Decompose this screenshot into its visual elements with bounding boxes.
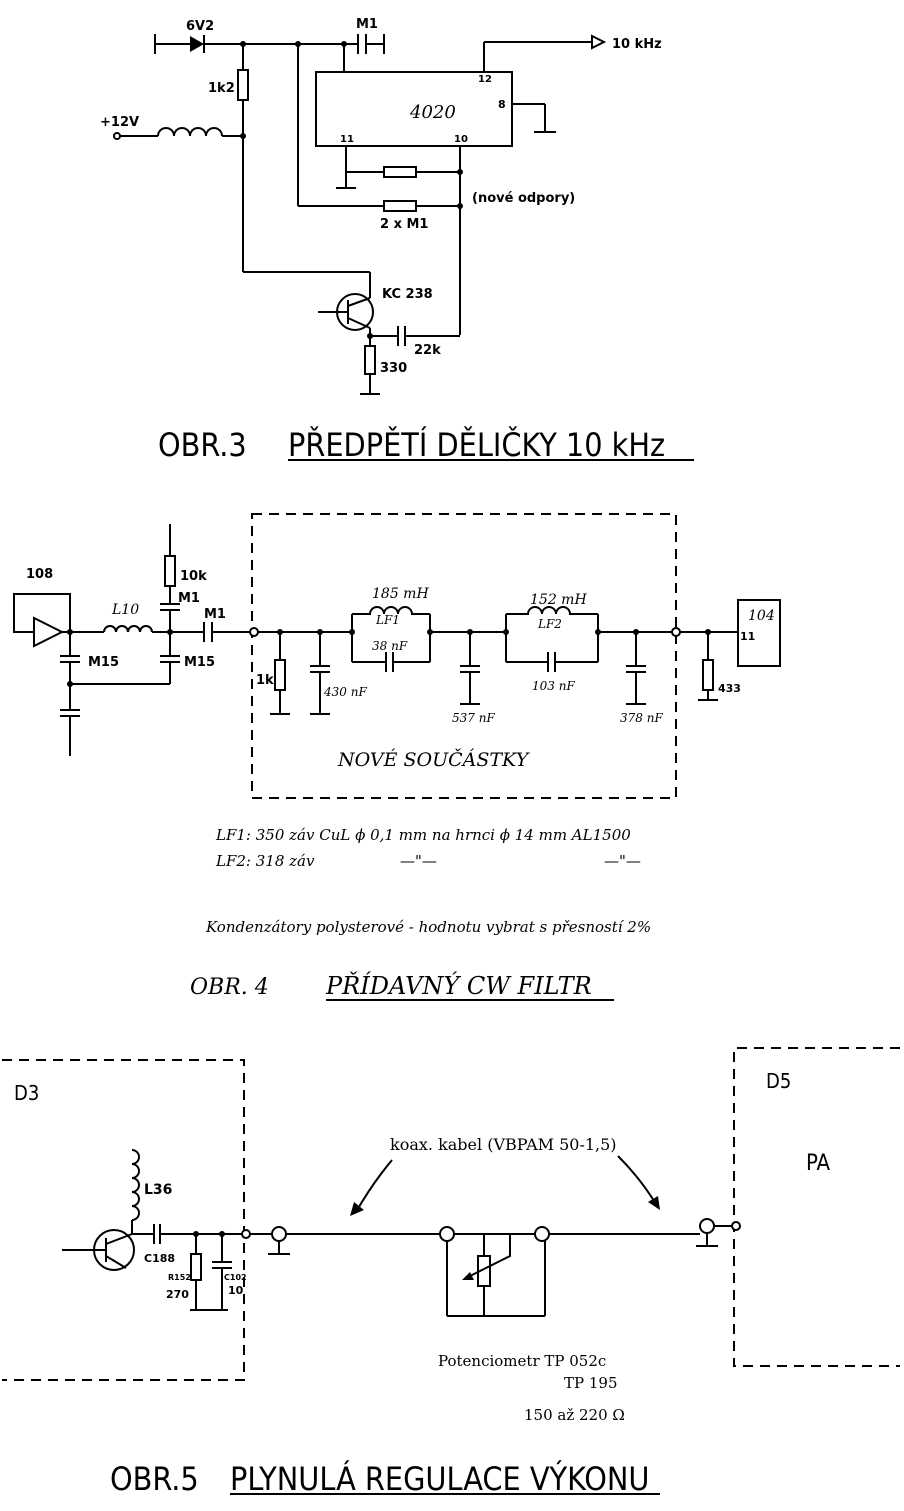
m1-series-label: M1 [204, 607, 226, 622]
c430-label: 430 nF [323, 685, 367, 699]
inductor [157, 127, 223, 137]
r-emitter-label: 330 [380, 361, 407, 376]
figure-3-labels: 6V2 M1 10 kHz 1k2 +12V 4020 12 8 11 10 (… [100, 17, 665, 464]
cap-coupling-label: 22k [414, 343, 441, 358]
new-resistors-label: (nové odpory) [472, 191, 575, 206]
ic104-label: 104 [748, 608, 775, 624]
new-components-label: NOVÉ SOUČÁSTKY [337, 748, 531, 771]
pin11-label: 11 [740, 630, 755, 643]
pin8-label: 8 [498, 98, 506, 111]
supply-label: +12V [100, 115, 139, 130]
zener-diode [190, 36, 204, 52]
figure-4-title: PŘÍDAVNÝ CW FILTR [325, 971, 592, 1000]
figure-4-labels: 108 L10 10k M1 M1 M15 M15 185 mH LF1 38 … [26, 567, 775, 1000]
note-lf2-ditto-1: —"— [400, 852, 437, 870]
ic-name-label: 4020 [409, 102, 456, 123]
d3-box [2, 1059, 245, 1381]
figure-5-circuit [2, 1047, 900, 1495]
inductor-l36 [131, 1149, 140, 1221]
lf2-value-label: 152 mH [530, 592, 587, 608]
figure-5-title: PLYNULÁ REGULACE VÝKONU [230, 1460, 649, 1498]
lf1-label: LF1 [375, 613, 400, 627]
figure-3-title: PŘEDPĚTÍ DĚLIČKY 10 kHz [288, 425, 665, 464]
amplifier-108 [33, 616, 65, 648]
output-label: 10 kHz [612, 37, 662, 52]
l10-label: L10 [111, 602, 139, 618]
figure-3-number: OBR.3 [158, 426, 247, 464]
pot-label-1: Potenciometr TP 052c [438, 1352, 606, 1370]
d5-box [733, 1047, 900, 1367]
output-arrow [591, 34, 607, 50]
r270-label: 270 [166, 1288, 189, 1301]
note-lf1: LF1: 350 záv CuL ϕ 0,1 mm na hrnci ϕ 14 … [215, 826, 631, 844]
inductor-l10 [103, 625, 153, 633]
c102-label: C102 [224, 1273, 247, 1282]
c10-label: 10 [228, 1284, 244, 1297]
cap-m1-label: M1 [356, 17, 378, 32]
figure-3-circuit [113, 34, 694, 461]
note-lf2: LF2: 318 záv [215, 852, 315, 870]
m15-right-label: M15 [184, 655, 215, 670]
pin12-label: 12 [478, 74, 492, 85]
resistor-r152 [190, 1253, 202, 1281]
lf2-label: LF2 [537, 617, 562, 631]
inductor-lf2 [506, 606, 598, 615]
resistor-1k2 [237, 69, 249, 101]
figure-5-labels: D3 D5 PA L36 C188 R152 270 C102 10 koax.… [14, 1069, 831, 1498]
pot-label-2: TP 195 [564, 1374, 618, 1392]
resistor-m1-a [383, 166, 417, 178]
pin11-label: 11 [340, 134, 354, 145]
lf1-value-label: 185 mH [372, 586, 429, 602]
figure-5-number: OBR.5 [110, 1460, 199, 1498]
zener-label: 6V2 [186, 19, 214, 34]
coax-connector [271, 1226, 287, 1242]
c188-label: C188 [144, 1252, 175, 1265]
note-capacitors: Kondenzátory polysterové - hodnotu vybra… [205, 918, 651, 936]
coax-label: koax. kabel (VBPAM 50-1,5) [390, 1135, 617, 1154]
c38-label: 38 nF [372, 639, 408, 653]
resistor-m1-b [383, 200, 417, 212]
d5-label: D5 [766, 1069, 791, 1093]
l36-label: L36 [144, 1182, 172, 1198]
m15-left-label: M15 [88, 655, 119, 670]
c103-label: 103 nF [532, 679, 575, 693]
transistor-label: KC 238 [382, 287, 433, 302]
inductor-lf1 [352, 606, 430, 615]
resistor-330 [364, 345, 376, 375]
pin10-label: 10 [454, 134, 468, 145]
resistor-1k [274, 659, 286, 691]
pot-label-3: 150 až 220 Ω [524, 1406, 625, 1424]
figure-4-number: OBR. 4 [190, 975, 269, 1000]
c378-label: 378 nF [620, 711, 663, 725]
d3-label: D3 [14, 1081, 39, 1105]
figure-4-circuit [13, 513, 781, 1001]
r10k-label: 10k [180, 569, 207, 584]
c537-label: 537 nF [452, 711, 495, 725]
r1k-label: 1k [256, 673, 274, 688]
r433-label: 433 [718, 682, 741, 695]
resistor-10k [164, 555, 176, 587]
r-bias-label: 1k2 [208, 81, 235, 96]
ic108-label: 108 [26, 567, 53, 582]
pa-label: PA [806, 1151, 831, 1176]
note-lf2-ditto-2: —"— [604, 852, 641, 870]
m1-shunt-label: M1 [178, 591, 200, 606]
new-components-box [251, 513, 677, 799]
ic-104 [737, 599, 781, 667]
ic-4020 [315, 71, 513, 147]
r152-label: R152 [168, 1273, 191, 1282]
resistors-label: 2 x M1 [380, 217, 428, 232]
resistor-433 [702, 659, 714, 691]
